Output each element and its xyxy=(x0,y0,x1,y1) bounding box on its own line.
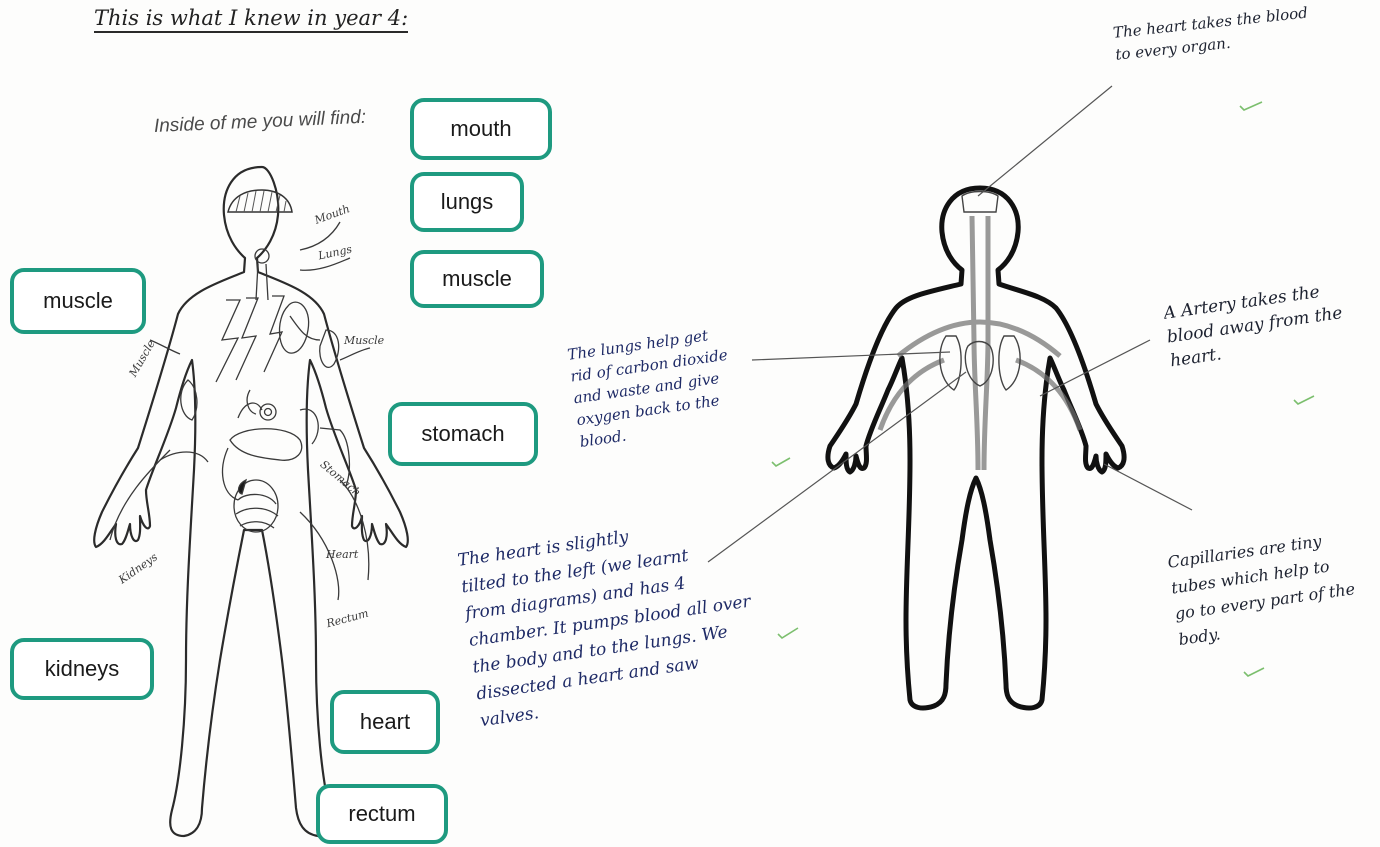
worksheet-title: This is what I knew in year 4: xyxy=(94,6,408,33)
scribble-muscle-right: Muscle xyxy=(344,334,384,347)
label-muscle-right: muscle xyxy=(410,250,544,308)
leader-lines xyxy=(708,86,1192,562)
label-muscle-left: muscle xyxy=(10,268,146,334)
note-lungs: The lungs help get rid of carbon dioxide… xyxy=(566,322,738,453)
label-rectum: rectum xyxy=(316,784,448,844)
note-heart-detail: The heart is slightly tilted to the left… xyxy=(456,508,764,735)
label-stomach: stomach xyxy=(388,402,538,466)
label-lungs: lungs xyxy=(410,172,524,232)
scribble-heart: Heart xyxy=(326,548,358,561)
left-brain-sketch xyxy=(228,190,292,212)
label-kidneys: kidneys xyxy=(10,638,154,700)
label-mouth: mouth xyxy=(410,98,552,160)
right-heart-lungs-sketch xyxy=(940,192,1020,391)
label-heart: heart xyxy=(330,690,440,754)
